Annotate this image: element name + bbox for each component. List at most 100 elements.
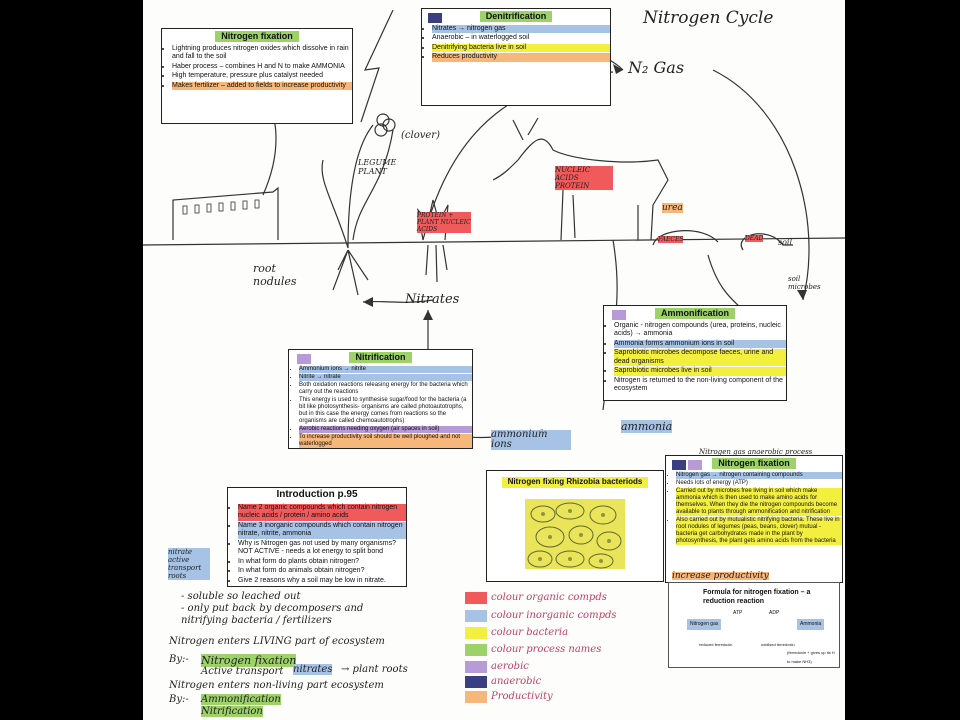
list-item: This energy is used to synthesise sugar/… [299, 397, 472, 425]
key-swatch-orange [465, 691, 487, 703]
note-line-3: Nitrogen enters LIVING part of ecosystem [169, 636, 385, 647]
key-swatch-blue [465, 610, 487, 622]
note-line-7b: Ammonification [201, 694, 281, 705]
key-swatch-navy [465, 676, 487, 688]
list-item: Name 2 organic compounds which contain n… [238, 503, 406, 521]
oxidised-ferredoxin-label: oxidised ferredoxin [761, 642, 795, 647]
root-nodules-label: root nodules [253, 262, 297, 288]
faeces-mound [652, 230, 719, 246]
list-item: Nitrogen is returned to the non-living c… [614, 377, 786, 394]
nitrate-transport-label: nitrate active transport roots [168, 548, 210, 580]
urea-label: urea [662, 203, 683, 213]
aerobic-marker [297, 354, 311, 364]
list-item: Denitrifying bacteria live in soil [432, 43, 610, 52]
ammonia-label: ammonia [621, 420, 673, 433]
list-item: Saprobiotic microbes decompose faeces, u… [614, 349, 786, 366]
arrow-n2-down [712, 69, 810, 301]
key-label: anaerobic [491, 676, 542, 687]
list-item: Name 3 inorganic compounds which contain… [238, 521, 406, 539]
note-line-5a: Active transport [201, 666, 284, 677]
list-item: Give 2 reasons why a soil may be low in … [238, 577, 406, 586]
factory [172, 186, 279, 240]
denitrification-box: Denitrification Nitrates → nitrogen gas … [421, 8, 611, 106]
arrow-soil [707, 254, 744, 311]
animal [512, 117, 669, 241]
key-label: colour bacteria [491, 627, 569, 638]
ammonification-box: Ammonification Organic - nitrogen compou… [603, 305, 787, 401]
key-label: colour inorganic compds [491, 610, 617, 621]
note-line-6: Nitrogen enters non-living part ecosyste… [169, 680, 384, 691]
box-heading: Nitrogen fixation [712, 458, 796, 469]
key-label: Productivity [491, 691, 553, 702]
list-item: Ammonium ions → nitrite [299, 365, 472, 373]
arrow-lightning-down [352, 129, 394, 241]
legume-plant-label: LEGUME PLANT [358, 158, 397, 176]
list-item: Both oxidation reactions releasing energ… [299, 382, 472, 396]
note-line-1: - soluble so leached out [181, 591, 301, 602]
formula-box: Formula for nitrogen fixation – a reduct… [668, 582, 840, 668]
nitrates-label: Nitrates [405, 292, 460, 307]
anaerobic-process-note: Nitrogen gas anaerobic process [699, 448, 813, 456]
anaerobic-marker [672, 460, 686, 470]
list-item: Nitrates → nitrogen gas [432, 24, 610, 33]
key-label: colour process names [491, 644, 602, 655]
nitrification-box: Nitrification Ammonium ions → nitrite Ni… [288, 349, 473, 449]
page-title: Nitrogen Cycle [643, 8, 774, 28]
box-heading: Nitrogen fixation [215, 31, 299, 42]
soil-microbes-label: soil microbes [788, 275, 821, 291]
note-line-7a: By:- [169, 694, 189, 705]
box-heading: Denitrification [479, 11, 553, 22]
ammonium-ions-label: ammonium ions [491, 430, 571, 450]
list-item: Nitrite → nitrate [299, 373, 472, 381]
list-item: Also carried out by mutualistic nitrifyi… [676, 516, 842, 545]
note-line-4b: Nitrogen fixation [201, 654, 297, 667]
anaerobic-marker [428, 13, 442, 23]
list-item: Haber process – combines H and N to make… [172, 63, 352, 72]
list-item: In what form do animals obtain nitrogen? [238, 567, 406, 576]
note-line-2: - only put back by decomposers and nitri… [181, 603, 364, 626]
list-item: In what form do plants obtain nitrogen? [238, 558, 406, 567]
key-label: colour organic compds [491, 592, 607, 603]
ferredoxin-note: (ferredoxin + gives up its H to make NH3… [787, 650, 835, 664]
ground-line [143, 237, 845, 246]
lightning-bolt [360, 9, 394, 123]
nitrogen-gas-box: Nitrogen gas [687, 619, 722, 630]
dead-label: DEAD [745, 235, 764, 242]
list-item: To increase productivity soil should be … [299, 433, 472, 448]
list-item: Lightning produces nitrogen oxides which… [172, 45, 352, 62]
list-item: Saprobiotic microbes live in soil [614, 367, 786, 376]
legume-stem [347, 124, 374, 249]
rhizobia-micrograph [525, 499, 625, 569]
ammonia-box: Ammonia [797, 619, 825, 630]
list-item: Makes fertilizer – added to fields to in… [172, 81, 352, 90]
nitrogen-fixation-top-box: Nitrogen fixation Lightning produces nit… [161, 28, 353, 124]
list-item: Ammonia forms ammonium ions in soil [614, 339, 786, 348]
note-line-4a: By:- [169, 654, 189, 665]
list-item: Aerobic reactions needing oxygen (air sp… [299, 425, 472, 433]
list-item: Carried out by microbes free living in s… [676, 487, 842, 516]
formula-heading: Formula for nitrogen fixation – a reduct… [703, 589, 811, 605]
list-item: High temperature, pressure plus catalyst… [172, 72, 352, 81]
box-heading: Introduction p.95 [276, 489, 358, 500]
list-item: Anaerobic – in waterlogged soil [432, 34, 610, 43]
reduced-ferredoxin-label: reduced ferredoxin [699, 642, 733, 647]
box-heading: Nitrogen fixing Rhizobia bacteriods [501, 477, 649, 488]
soil-label: soil [778, 238, 793, 247]
key-label: aerobic [491, 661, 529, 672]
aerobic-marker [688, 460, 702, 470]
list-item: Why is Nitrogen gas not used by many org… [238, 540, 406, 557]
box-heading: Ammonification [654, 308, 735, 319]
rhizobia-box: Nitrogen fixing Rhizobia bacteriods [486, 470, 664, 582]
n2-gas-label: N₂ Gas [628, 58, 685, 77]
note-line-8: Nitrification [201, 706, 263, 717]
clover-label: (clover) [401, 130, 440, 141]
key-swatch-yellow [465, 627, 487, 639]
key-swatch-green [465, 644, 487, 656]
list-item: Reduces productivity [432, 53, 610, 62]
key-swatch-red [465, 592, 487, 604]
note-line-5c: → plant roots [341, 664, 408, 675]
adp-label: ADP [769, 610, 780, 616]
introduction-box: Introduction p.95 Name 2 organic compoun… [227, 487, 407, 587]
protein-plant-label: PROTEIN + PLANT NUCLEIC ACIDS [417, 212, 471, 233]
